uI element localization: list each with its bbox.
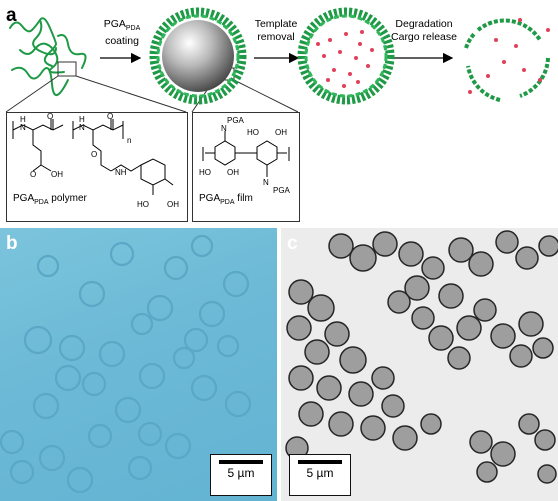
- svg-text:HO: HO: [199, 168, 211, 177]
- svg-text:N: N: [263, 178, 269, 187]
- svg-text:H: H: [79, 115, 85, 124]
- svg-text:O: O: [107, 113, 113, 121]
- scheme-drawing: [5, 7, 550, 113]
- svg-text:HO: HO: [137, 200, 149, 209]
- svg-text:OH: OH: [227, 168, 239, 177]
- panel-b-optical-micrograph: b 5 µm: [0, 228, 277, 501]
- svg-text:O: O: [47, 113, 53, 121]
- scale-bar-line-c: [298, 460, 342, 464]
- panel-label-a: a: [6, 5, 17, 26]
- hollow-capsule: [297, 7, 395, 105]
- svg-text:NH: NH: [115, 168, 127, 177]
- svg-text:OH: OH: [275, 128, 287, 137]
- callout-polymer-structure: H N O O OH H N O O NH HO OH n PGAPDA pol…: [6, 112, 188, 222]
- svg-text:O: O: [30, 170, 36, 179]
- panel-c-tem-micrograph: c 5 µm: [281, 228, 558, 501]
- panel-a-scheme: a: [0, 0, 558, 224]
- svg-text:N: N: [79, 123, 85, 132]
- callout-caption-film: PGAPDA film: [199, 193, 253, 206]
- coated-template-particle: [149, 7, 247, 105]
- svg-text:OH: OH: [167, 200, 179, 209]
- capsule-rings: [0, 234, 252, 494]
- step-label-template-removal: Template removal: [254, 18, 298, 43]
- panel-label-b: b: [6, 233, 18, 254]
- svg-text:N: N: [221, 124, 227, 133]
- step-label-coating: PGAPDA coating: [103, 18, 141, 48]
- svg-text:O: O: [91, 150, 97, 159]
- scale-bar-b: 5 µm: [210, 454, 272, 496]
- callout-film-structure: PGA N HO OH HO OH N PGA PGAPDA film: [192, 112, 300, 222]
- step-label-degradation: Degradation Cargo release: [391, 18, 457, 43]
- released-cargo-dots: [468, 18, 550, 94]
- svg-text:PGA: PGA: [227, 116, 245, 125]
- svg-text:N: N: [20, 123, 26, 132]
- svg-text:H: H: [20, 115, 26, 124]
- free-polymer-chains: [9, 17, 87, 96]
- collapsed-capsule-clusters: [285, 230, 558, 484]
- polymer-chemical-structure: H N O O OH H N O O NH HO OH n: [12, 113, 179, 209]
- scale-bar-line-b: [219, 460, 263, 464]
- callout-caption-polymer: PGAPDA polymer: [13, 193, 87, 206]
- svg-text:OH: OH: [51, 170, 63, 179]
- svg-text:PGA: PGA: [273, 186, 291, 195]
- cargo-dots: [316, 30, 374, 88]
- degraded-capsule: [464, 18, 550, 102]
- svg-text:HO: HO: [247, 128, 259, 137]
- film-chemical-structure: PGA N HO OH HO OH N PGA: [199, 116, 291, 195]
- panel-label-c: c: [287, 233, 298, 254]
- scale-bar-label-b: 5 µm: [227, 466, 255, 480]
- scale-bar-label-c: 5 µm: [306, 466, 334, 480]
- svg-text:n: n: [127, 136, 131, 145]
- scale-bar-c: 5 µm: [289, 454, 351, 496]
